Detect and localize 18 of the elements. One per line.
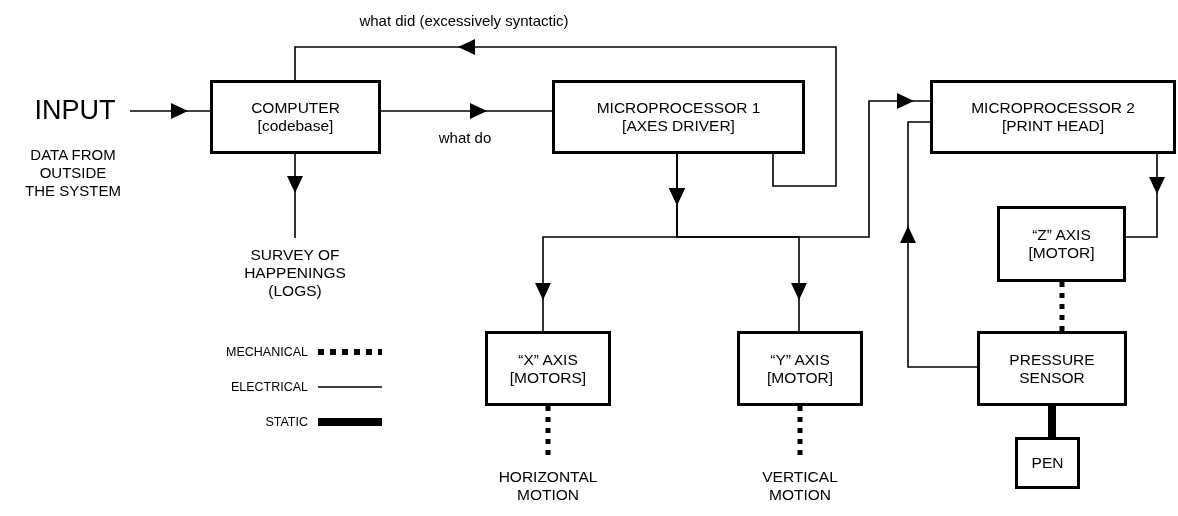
output-label: VERTICAL MOTION [735, 458, 865, 513]
process-box: MICROPROCESSOR 1 [AXES DRIVER] [552, 80, 805, 154]
legend-label: MECHANICAL [225, 346, 308, 359]
legend-label: ELECTRICAL [229, 381, 308, 394]
node-caption: DATA FROM OUTSIDE THE SYSTEM [25, 146, 121, 200]
process-box: “Y” AXIS [MOTOR] [737, 331, 863, 406]
legend-label: STATIC [264, 416, 308, 429]
output-label: SURVEY OF HAPPENINGS (LOGS) [222, 238, 368, 308]
process-box: “X” AXIS [MOTORS] [485, 331, 611, 406]
process-box: PEN [1015, 437, 1080, 489]
edge-label: what did (excessively syntactic) [357, 12, 571, 28]
edge-label: what do [436, 129, 494, 145]
process-box: “Z” AXIS [MOTOR] [997, 206, 1126, 282]
process-box: PRESSURE SENSOR [977, 331, 1127, 406]
process-box: COMPUTER [codebase] [210, 80, 381, 154]
process-box: MICROPROCESSOR 2 [PRINT HEAD] [930, 80, 1176, 154]
input-label: INPUT [20, 92, 130, 130]
output-label: HORIZONTAL MOTION [466, 458, 630, 513]
